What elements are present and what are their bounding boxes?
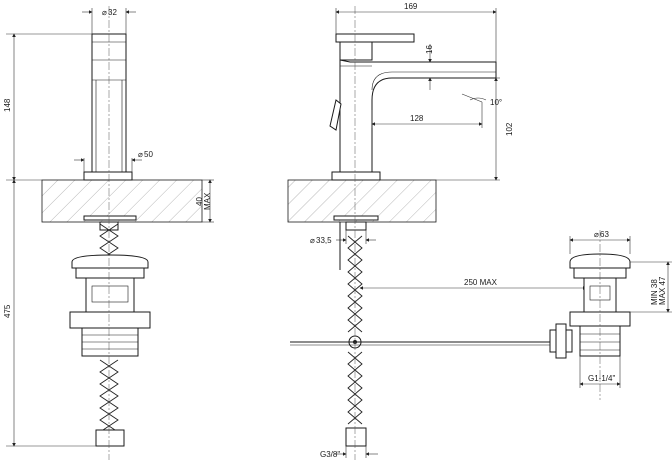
countertop-slab-side <box>287 179 437 223</box>
dim-d-hole: 33,5 <box>316 236 332 245</box>
faucet-body-side <box>329 33 497 181</box>
dim-min: MIN 38 <box>650 279 659 305</box>
dim-slab-max-word: MAX <box>203 192 212 210</box>
braided-hose-side <box>347 235 363 333</box>
dim-spout-len: 128 <box>410 114 424 123</box>
dim-height: 102 <box>505 122 514 136</box>
dim-slab-max-value: 40 <box>195 197 204 206</box>
dim-total: 475 <box>3 304 12 318</box>
dim-d-cap-icon: ⌀ <box>594 230 599 239</box>
side-view: 169 16 10° 128 102 ⌀ 33,5 250 MAX <box>287 2 587 460</box>
dim-spout-h: 16 <box>425 45 434 54</box>
dim-d-top: 32 <box>108 8 117 17</box>
front-view: ⌀ 32 148 ⌀ 50 40 MAX 475 <box>3 6 214 460</box>
dim-d-hole-icon: ⌀ <box>310 236 315 245</box>
dim-d-top-icon: ⌀ <box>102 8 107 17</box>
dim-d-base: 50 <box>144 150 153 159</box>
braided-hose-front <box>95 223 125 447</box>
dim-reach: 169 <box>404 2 418 11</box>
dim-max: MAX 47 <box>658 276 667 305</box>
countertop-slab <box>41 179 203 223</box>
waste-assembly-front <box>69 254 151 357</box>
waste-side-view: ⌀ 63 MIN 38 MAX 47 G1-1/4" <box>549 230 672 400</box>
dim-inlet: G3/8" <box>320 450 340 459</box>
dim-rod-len: 250 MAX <box>464 278 498 287</box>
dim-thread: G1-1/4" <box>588 374 615 383</box>
dim-d-base-icon: ⌀ <box>138 150 143 159</box>
dim-d-cap: 63 <box>600 230 609 239</box>
dim-h-body: 148 <box>3 98 12 112</box>
base-flange <box>83 171 133 181</box>
